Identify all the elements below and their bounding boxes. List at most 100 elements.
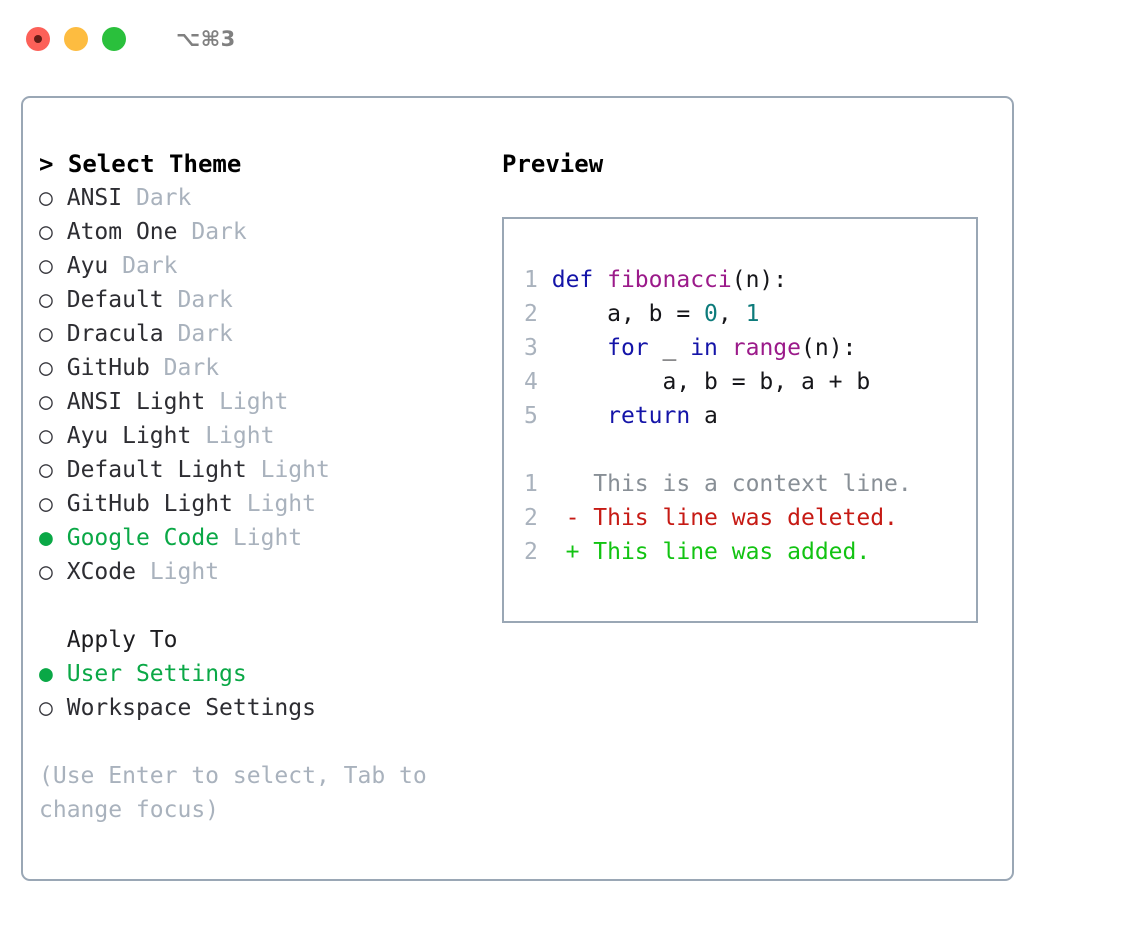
minimize-window-icon[interactable] — [64, 27, 88, 51]
line-number: 2 — [524, 301, 538, 327]
apply-to-label: Workspace Settings — [66, 695, 316, 721]
radio-unselected-icon[interactable]: ○ — [39, 457, 53, 483]
preview-column: Preview 1 def fibonacci(n):2 a, b = 0, 1… — [502, 147, 992, 623]
diff-text: This line was added. — [593, 539, 871, 565]
code-token: 1 — [745, 301, 760, 327]
theme-kind-badge: Dark — [135, 185, 192, 211]
theme-name: Google Code — [66, 525, 220, 551]
line-number: 1 — [524, 471, 538, 497]
theme-kind-badge: Light — [219, 389, 289, 415]
radio-unselected-icon[interactable]: ○ — [39, 185, 53, 211]
code-token: range — [731, 335, 802, 361]
theme-kind-badge: Light — [232, 525, 303, 551]
theme-kind-badge: Dark — [191, 219, 247, 245]
code-line: 1 def fibonacci(n): — [524, 263, 976, 297]
apply-to-header: Apply To — [39, 627, 178, 653]
theme-name: Atom One — [66, 219, 178, 245]
theme-name: Ayu — [66, 253, 109, 279]
diff-marker: + — [565, 539, 594, 565]
theme-option[interactable]: ○ GitHub Dark — [39, 351, 499, 385]
window-controls — [26, 27, 126, 51]
radio-unselected-icon[interactable]: ○ — [39, 559, 53, 585]
code-token: def — [551, 267, 608, 293]
theme-kind-badge: Light — [205, 423, 275, 449]
diff-sample: 1 This is a context line. 2 - This line w… — [524, 467, 976, 569]
apply-to-option[interactable]: ○ Workspace Settings — [39, 691, 499, 725]
radio-unselected-icon[interactable]: ○ — [39, 355, 53, 381]
theme-kind-badge: Dark — [177, 321, 233, 347]
code-token: (n): — [801, 335, 857, 361]
theme-option[interactable]: ○ GitHub Light Light — [39, 487, 499, 521]
radio-unselected-icon[interactable]: ○ — [39, 287, 53, 313]
theme-kind-badge: Light — [246, 491, 316, 517]
line-number: 3 — [524, 335, 538, 361]
radio-unselected-icon[interactable]: ○ — [39, 695, 53, 721]
theme-kind-badge: Dark — [163, 355, 220, 381]
theme-name: Default — [66, 287, 164, 313]
code-token: a — [690, 403, 718, 429]
code-token: a, b = b, a + b — [551, 369, 871, 395]
diff-text: This is a context line. — [593, 471, 912, 497]
theme-option[interactable]: ○ Default Light Light — [39, 453, 499, 487]
radio-selected-icon[interactable]: ● — [39, 661, 53, 687]
code-token: fibonacci — [607, 267, 732, 293]
theme-option[interactable]: ○ ANSI Dark — [39, 181, 499, 215]
theme-kind-badge: Light — [149, 559, 220, 585]
line-number: 1 — [524, 267, 538, 293]
theme-name: XCode — [66, 559, 136, 585]
theme-kind-badge: Light — [260, 457, 330, 483]
theme-option[interactable]: ○ Ayu Dark — [39, 249, 499, 283]
theme-name: ANSI — [66, 185, 123, 211]
radio-unselected-icon[interactable]: ○ — [39, 253, 53, 279]
code-token: return — [607, 403, 691, 429]
code-token: , — [717, 301, 746, 327]
spacer — [524, 433, 976, 467]
radio-unselected-icon[interactable]: ○ — [39, 491, 53, 517]
diff-line: 1 This is a context line. — [524, 467, 976, 501]
line-number: 2 — [524, 539, 538, 565]
code-token: (n): — [731, 267, 788, 293]
diff-marker — [566, 471, 594, 497]
radio-unselected-icon[interactable]: ○ — [39, 321, 53, 347]
code-line: 3 for _ in range(n): — [524, 331, 976, 365]
preview-title: Preview — [502, 150, 604, 178]
maximize-window-icon[interactable] — [102, 27, 126, 51]
diff-marker: - — [565, 505, 594, 531]
diff-text: This line was deleted. — [593, 505, 898, 531]
theme-option[interactable]: ● Google Code Light — [39, 521, 499, 555]
theme-selector-column: > Select Theme ○ ANSI Dark○ Atom One Dar… — [39, 147, 499, 827]
apply-to-option[interactable]: ● User Settings — [39, 657, 499, 691]
code-token: _ — [648, 335, 691, 361]
apply-to-label: User Settings — [66, 661, 247, 687]
theme-option[interactable]: ○ Default Dark — [39, 283, 499, 317]
code-token: for — [607, 335, 649, 361]
apply-to-list[interactable]: ● User Settings○ Workspace Settings — [39, 657, 499, 725]
line-number: 5 — [524, 403, 538, 429]
theme-name: Default Light — [66, 457, 247, 483]
keyboard-hint-text: (Use Enter to select, Tab to change focu… — [39, 763, 441, 823]
code-token: in — [690, 335, 718, 361]
theme-option[interactable]: ○ Ayu Light Light — [39, 419, 499, 453]
theme-option[interactable]: ○ ANSI Light Light — [39, 385, 499, 419]
code-token — [718, 335, 732, 361]
theme-list[interactable]: ○ ANSI Dark○ Atom One Dark○ Ayu Dark○ De… — [39, 181, 499, 589]
theme-option[interactable]: ○ Dracula Dark — [39, 317, 499, 351]
keyboard-shortcut-label: ⌥⌘3 — [176, 27, 236, 51]
radio-selected-icon[interactable]: ● — [39, 525, 53, 551]
theme-kind-badge: Dark — [177, 287, 233, 313]
theme-option[interactable]: ○ XCode Light — [39, 555, 499, 589]
theme-name: ANSI Light — [66, 389, 206, 415]
line-number: 2 — [524, 505, 538, 531]
radio-unselected-icon[interactable]: ○ — [39, 219, 53, 245]
line-number: 4 — [524, 369, 538, 395]
close-window-icon[interactable] — [26, 27, 50, 51]
code-line: 4 a, b = b, a + b — [524, 365, 976, 399]
radio-unselected-icon[interactable]: ○ — [39, 389, 53, 415]
select-theme-header: > Select Theme — [39, 150, 242, 178]
theme-option[interactable]: ○ Atom One Dark — [39, 215, 499, 249]
code-line: 5 return a — [524, 399, 976, 433]
radio-unselected-icon[interactable]: ○ — [39, 423, 53, 449]
